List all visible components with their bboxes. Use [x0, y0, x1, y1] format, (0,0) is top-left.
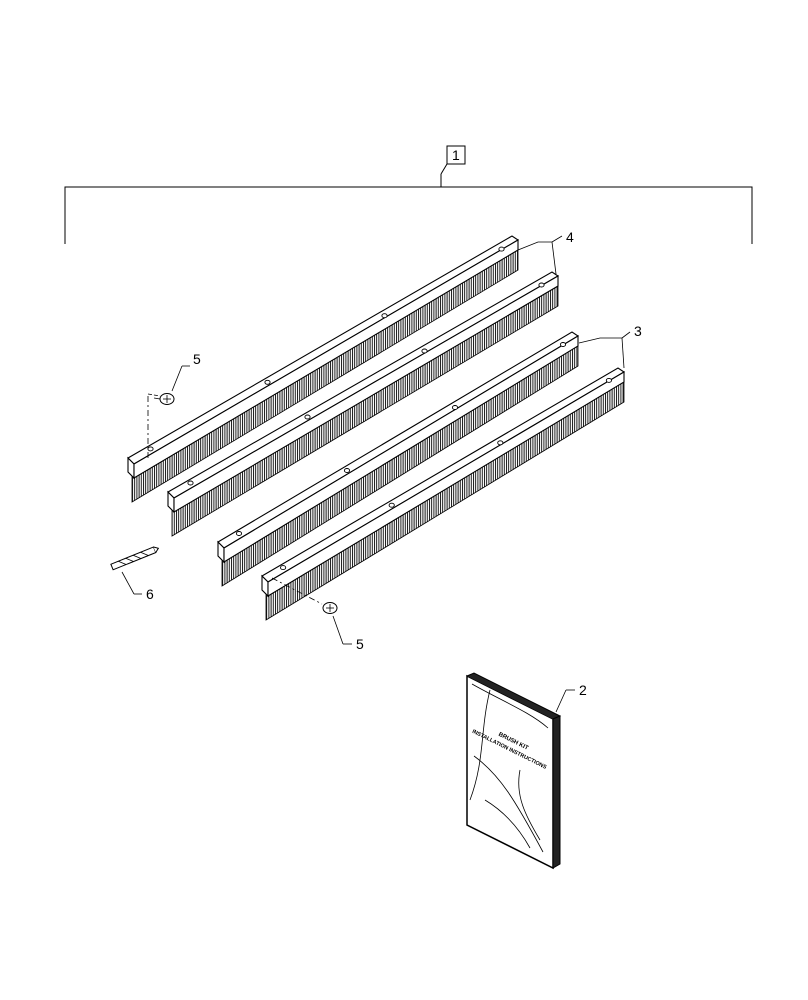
- mounting-hole: [538, 282, 545, 288]
- callout-4: 4: [566, 229, 574, 245]
- bolt-upper: 5: [147, 351, 201, 458]
- kit-bracket: 1: [64, 145, 753, 244]
- callout-6: 6: [146, 586, 154, 602]
- mounting-hole: [235, 531, 243, 536]
- mounting-hole: [304, 414, 311, 420]
- leader-4: 4: [517, 229, 574, 275]
- brush-strip: [127, 235, 520, 503]
- drill-bit: 6: [110, 546, 160, 602]
- mounting-hole: [559, 342, 567, 347]
- callout-5-upper: 5: [193, 351, 201, 367]
- mounting-hole: [264, 379, 271, 385]
- mounting-hole: [280, 565, 287, 571]
- brush-strip: [261, 367, 626, 621]
- mounting-hole: [388, 502, 395, 508]
- mounting-hole: [187, 480, 194, 486]
- mounting-hole: [421, 348, 428, 354]
- rail-side: [267, 371, 625, 597]
- mounting-hole: [381, 313, 388, 319]
- mounting-hole: [451, 405, 459, 410]
- bolt-lower: 5: [271, 577, 364, 652]
- leader-3: 3: [578, 323, 642, 369]
- mounting-hole: [605, 377, 612, 383]
- mounting-hole: [498, 246, 505, 252]
- callout-2: 2: [579, 682, 587, 698]
- callout-1: 1: [452, 147, 460, 163]
- rail-side: [223, 335, 579, 563]
- rail-top: [261, 367, 626, 583]
- callout-5-lower: 5: [356, 636, 364, 652]
- callout-box-1: [446, 145, 466, 165]
- brush-strips: [127, 235, 626, 621]
- mounting-hole: [343, 468, 351, 473]
- mounting-hole: [497, 440, 504, 446]
- mounting-hole: [147, 446, 154, 452]
- callout-3: 3: [634, 323, 642, 339]
- instruction-manual: BRUSH KIT INSTALLATION INSTRUCTIONS 2: [466, 672, 587, 870]
- brush-strip: [217, 331, 580, 587]
- rail-side: [173, 275, 559, 513]
- brush-strip: [167, 271, 560, 537]
